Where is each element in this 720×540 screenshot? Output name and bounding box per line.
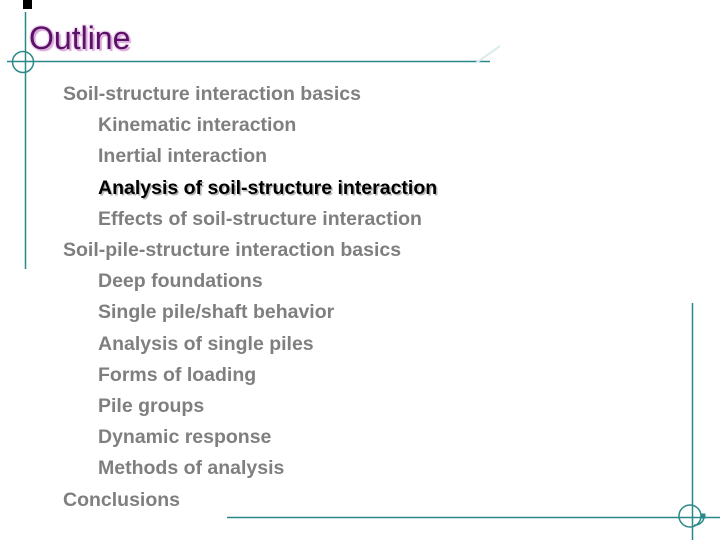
outline-item: Conclusions bbox=[63, 488, 181, 511]
outline-item: Kinematic interaction bbox=[98, 114, 297, 137]
outline-item: Analysis of single piles bbox=[98, 332, 314, 355]
outline-item: Single pile/shaft behavior bbox=[98, 301, 335, 324]
outline-item: Pile groups bbox=[98, 395, 205, 418]
title-rule-end-flourish bbox=[475, 45, 501, 64]
corner-black-square bbox=[23, 0, 32, 9]
outline-item: Deep foundations bbox=[98, 270, 263, 293]
slide-title: Outline bbox=[29, 20, 131, 56]
outline-item: Inertial interaction bbox=[98, 145, 268, 168]
bottom-right-arc-ornament bbox=[693, 516, 705, 526]
outline-item: Forms of loading bbox=[98, 363, 257, 386]
outline-item: Methods of analysis bbox=[98, 457, 285, 480]
outline-item: Soil-structure interaction basics bbox=[63, 83, 361, 105]
outline-item: Analysis of soil-structure interaction bbox=[98, 176, 438, 199]
outline-item: Dynamic response bbox=[98, 426, 272, 449]
outline-item: Effects of soil-structure interaction bbox=[98, 207, 422, 230]
outline-item: Soil-pile-structure interaction basics bbox=[63, 239, 402, 262]
